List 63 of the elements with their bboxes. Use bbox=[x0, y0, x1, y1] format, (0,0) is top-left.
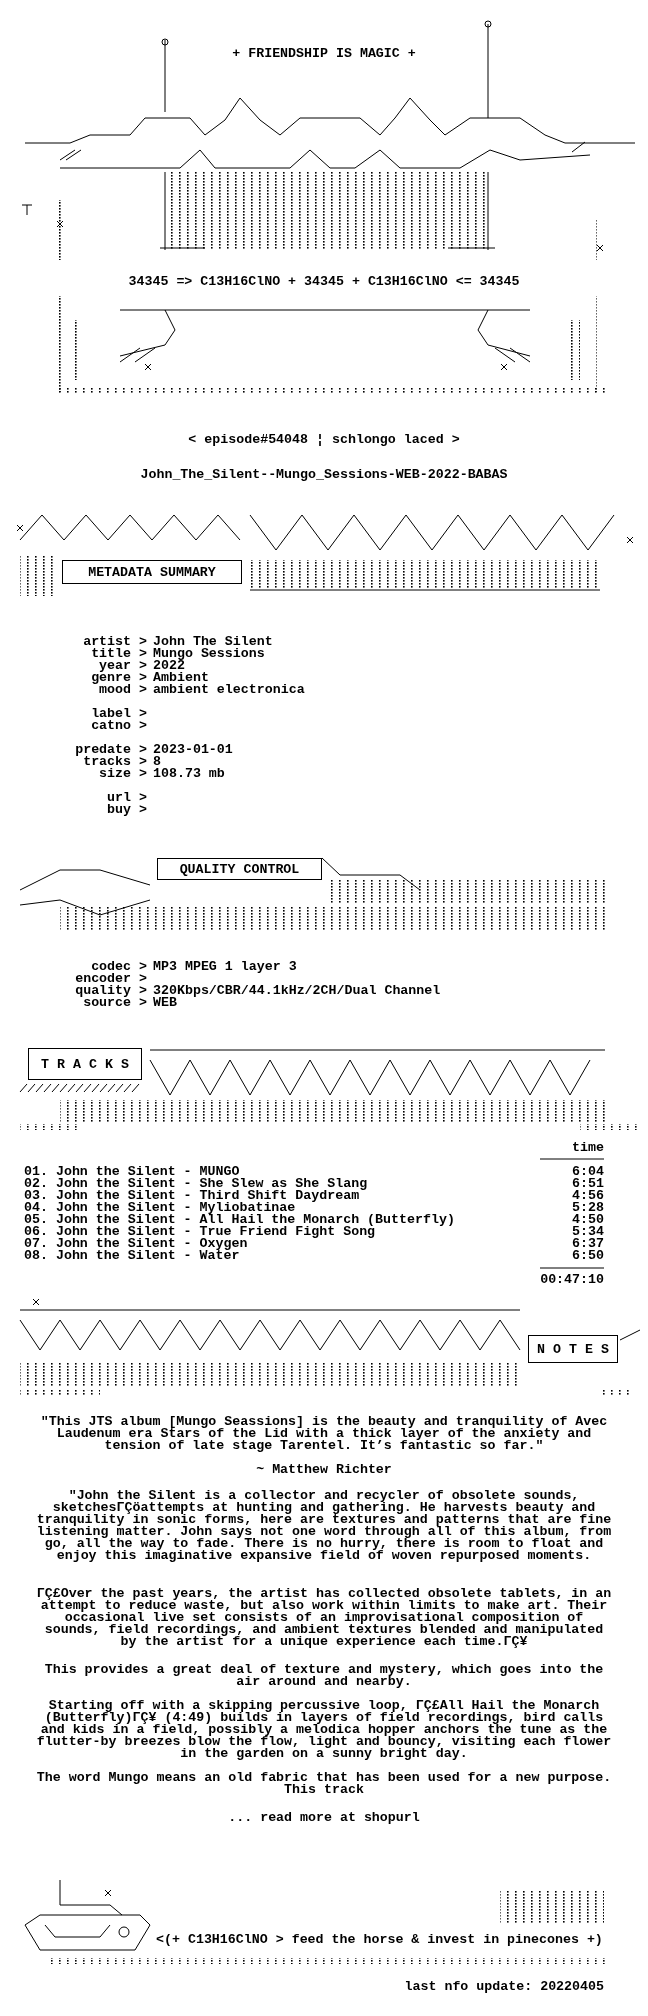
track-duration: 5:28 bbox=[571, 1202, 604, 1214]
field-key: codec > bbox=[10, 961, 147, 973]
column-heading: time bbox=[571, 1142, 604, 1154]
total-duration: 00:47:10 bbox=[539, 1274, 604, 1286]
track-title: 08. John the Silent - Water bbox=[24, 1250, 240, 1262]
notes-paragraph: ΓÇ£Over the past years, the artist has collected obsolete tablets, in an attempt to reduce waste, but also work within limits to make art. Their occasional live set consists of an improvisational composition of sounds, field recordings, and ambient textures blended and manipulated by the artist for a unique experience each time.ΓÇ¥ bbox=[36, 1588, 612, 1648]
read-more-text: ... read more at shopurl bbox=[227, 1812, 421, 1824]
notes-paragraph: The word Mungo means an old fabric that has been used for a new purpose. This track bbox=[36, 1772, 612, 1796]
field-key: title > bbox=[10, 648, 147, 660]
field-key: url > bbox=[10, 792, 147, 804]
track-title: 04. John the Silent - Myliobatinae bbox=[24, 1202, 296, 1214]
track-title: 06. John the Silent - True Friend Fight Song bbox=[24, 1226, 376, 1238]
field-key: artist > bbox=[10, 636, 147, 648]
quote-paragraph: "This JTS album [Mungo Seassions] is the beauty and tranquility of Avec Laudenum era Stars of the Lid with a thick layer of the anxiety and tension of late stage Tarentel. It’s fantastic so far." bbox=[39, 1416, 609, 1452]
track-duration: 6:04 bbox=[571, 1166, 604, 1178]
field-key: buy > bbox=[10, 804, 147, 816]
field-value: 320Kbps/CBR/44.1kHz/2CH/Dual Channel bbox=[153, 985, 442, 997]
field-key: year > bbox=[10, 660, 147, 672]
field-value: 8 bbox=[153, 756, 161, 768]
field-value: Mungo Sessions bbox=[153, 648, 266, 660]
field-value: ambient electronica bbox=[153, 684, 306, 696]
header-box: QUALITY CONTROL bbox=[157, 858, 322, 880]
formula-line: 34345 => C13H16ClNO + 34345 + C13H16ClNO <= 34345 bbox=[127, 276, 521, 288]
field-key: quality > bbox=[10, 985, 147, 997]
track-title: 03. John the Silent - Third Shift Daydream bbox=[24, 1190, 360, 1202]
episode-tagline: < episode#54048 ¦ schlongo laced > bbox=[187, 434, 461, 446]
track-duration: 5:34 bbox=[571, 1226, 604, 1238]
field-key: source > bbox=[10, 997, 147, 1009]
field-key: size > bbox=[10, 768, 147, 780]
field-value: Ambient bbox=[153, 672, 210, 684]
track-duration: 4:56 bbox=[571, 1190, 604, 1202]
field-key: genre > bbox=[10, 672, 147, 684]
track-title: 02. John the Silent - She Slew as She Slang bbox=[24, 1178, 369, 1190]
track-duration: 4:50 bbox=[571, 1214, 604, 1226]
field-value: WEB bbox=[153, 997, 177, 1009]
track-duration: 6:37 bbox=[571, 1238, 604, 1250]
track-title: 07. John the Silent - Oxygen bbox=[24, 1238, 249, 1250]
track-duration: 6:50 bbox=[571, 1250, 604, 1262]
field-key: predate > bbox=[10, 744, 147, 756]
track-title: 01. John the Silent - MUNGO bbox=[24, 1166, 240, 1178]
update-date: last nfo update: 20220405 bbox=[403, 1981, 604, 1993]
header-box: N O T E S bbox=[528, 1335, 618, 1363]
notes-paragraph: "John the Silent is a collector and recycler of obsolete sounds, sketchesΓÇöattempts at hunting and gathering. He harvests beauty and tranquility in sonic forms, here are textures and patterns that are fine listening matter. John says not one word through all of this album, from go, all the way to fade. There is no hurry, there is room to float and enjoy this imaginative expansive field of woven repurposed moments. bbox=[36, 1490, 612, 1562]
track-duration: 6:51 bbox=[571, 1178, 604, 1190]
field-value: MP3 MPEG 1 layer 3 bbox=[153, 961, 298, 973]
release-name: John_The_Silent--Mungo_Sessions-WEB-2022-BABAS bbox=[139, 469, 509, 481]
field-key: tracks > bbox=[10, 756, 147, 768]
field-key: mood > bbox=[10, 684, 147, 696]
field-key: encoder > bbox=[10, 973, 147, 985]
header-box: METADATA SUMMARY bbox=[62, 560, 242, 584]
notes-paragraph: Starting off with a skipping percussive loop, ΓÇ£All Hail the Monarch (Butterfly)ΓÇ¥ (4:49) builds in layers of field recordings, bird calls and kids in a field, possibly a melodica hopper anchors the tune as the flutter-by breezes blow the flow, light and bouncy, visiting each flower in the garden on a sunny bright day. bbox=[36, 1700, 612, 1760]
field-key: catno > bbox=[10, 720, 147, 732]
field-value: 108.73 mb bbox=[153, 768, 226, 780]
footer-slogan: <(+ C13H16ClNO > feed the horse & invest in pinecones +) bbox=[156, 1934, 604, 1946]
field-value: 2022 bbox=[153, 660, 185, 672]
field-value: John The Silent bbox=[153, 636, 274, 648]
notes-paragraph: This provides a great deal of texture and mystery, which goes into the air around and nearby. bbox=[43, 1664, 605, 1688]
quote-attribution: ~ Matthew Richter bbox=[255, 1464, 393, 1476]
track-title: 05. John the Silent - All Hail the Monarch (Butterfly) bbox=[24, 1214, 456, 1226]
banner-heading: + FRIENDSHIP IS MAGIC + bbox=[231, 48, 417, 60]
header-box: T R A C K S bbox=[28, 1048, 142, 1080]
field-key: label > bbox=[10, 708, 147, 720]
field-value: 2023-01-01 bbox=[153, 744, 234, 756]
